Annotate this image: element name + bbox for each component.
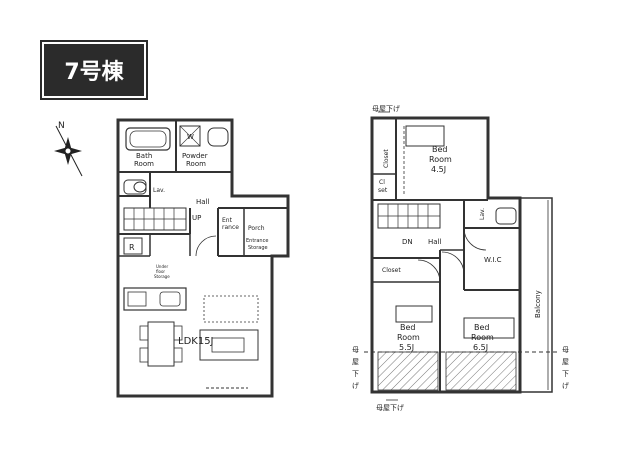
- eave-right-char-1: 母: [562, 346, 569, 354]
- powder-room-label-1: Powder: [182, 152, 208, 160]
- compass-rose-icon: N: [54, 121, 83, 177]
- eave-right-char-2: 屋: [562, 358, 569, 366]
- closet-set-label-1: Cl: [379, 179, 385, 186]
- bedroom3-label-2: Room: [471, 333, 494, 342]
- stairs-up-label: UP: [192, 214, 201, 222]
- bath-room-label-2: Room: [134, 160, 154, 168]
- building-number-label: 7号棟: [64, 60, 124, 85]
- second-floor-labels: 母屋下げ 母屋下げ 母 屋 下 げ 母 屋 下 げ Closet Cl set …: [352, 104, 569, 412]
- fridge-label: R: [129, 243, 135, 252]
- stairs-down-label: DN: [402, 238, 413, 246]
- second-floor-plan: [364, 111, 560, 401]
- bedroom2-label-1: Bed: [400, 323, 416, 332]
- powder-room-label-2: Room: [186, 160, 206, 168]
- bath-room-label-1: Bath: [136, 152, 152, 160]
- porch-label: Porch: [248, 225, 265, 232]
- bedroom3-size-label: 6.5J: [473, 343, 488, 352]
- first-floor-labels: Bath Room Powder Room W Lav. Hall UP Ent…: [129, 133, 268, 347]
- closet-set-label-2: set: [378, 187, 388, 194]
- compass-north-label: N: [58, 121, 65, 131]
- entrance-storage-label-1: Entrance: [246, 238, 268, 244]
- bedroom1-label-2: Room: [429, 155, 452, 164]
- bedroom3-label-1: Bed: [474, 323, 490, 332]
- washer-label: W: [187, 133, 194, 141]
- entrance-storage-label-2: Storage: [248, 245, 268, 251]
- eave-right-char-3: 下: [562, 370, 569, 378]
- eave-bottom-label: 母屋下げ: [376, 403, 404, 412]
- bedroom1-label-1: Bed: [432, 145, 448, 154]
- balcony-label: Balcony: [534, 290, 542, 318]
- wic-label: W.I.C: [484, 256, 502, 264]
- underfloor-storage-label-2: floor: [156, 269, 165, 274]
- entrance-label-2: rance: [222, 224, 239, 231]
- ldk-label: LDK15J: [178, 336, 214, 347]
- entrance-label-1: Ent: [222, 217, 233, 224]
- underfloor-storage-label-1: Under: [156, 264, 168, 269]
- underfloor-storage-label-3: Storage: [154, 274, 170, 279]
- bedroom2-size-label: 5.5J: [399, 343, 414, 352]
- eave-right-char-4: げ: [562, 381, 569, 390]
- closet2-label: Closet: [382, 267, 401, 274]
- lav2-label: Lav.: [479, 208, 486, 220]
- first-floor-plan: [116, 118, 290, 398]
- eave-left-char-3: 下: [352, 370, 359, 378]
- building-number-badge: 7号棟: [40, 40, 148, 100]
- hall2-label: Hall: [428, 238, 441, 246]
- eave-top-label: 母屋下げ: [372, 104, 400, 113]
- closet-vertical-label: Closet: [383, 149, 390, 168]
- eave-left-char-4: げ: [352, 381, 359, 390]
- bedroom2-label-2: Room: [397, 333, 420, 342]
- hall-label: Hall: [196, 198, 209, 206]
- eave-left-char-1: 母: [352, 346, 359, 354]
- lav-label: Lav.: [153, 187, 165, 194]
- bedroom1-size-label: 4.5J: [431, 165, 446, 174]
- eave-left-char-2: 屋: [352, 358, 359, 366]
